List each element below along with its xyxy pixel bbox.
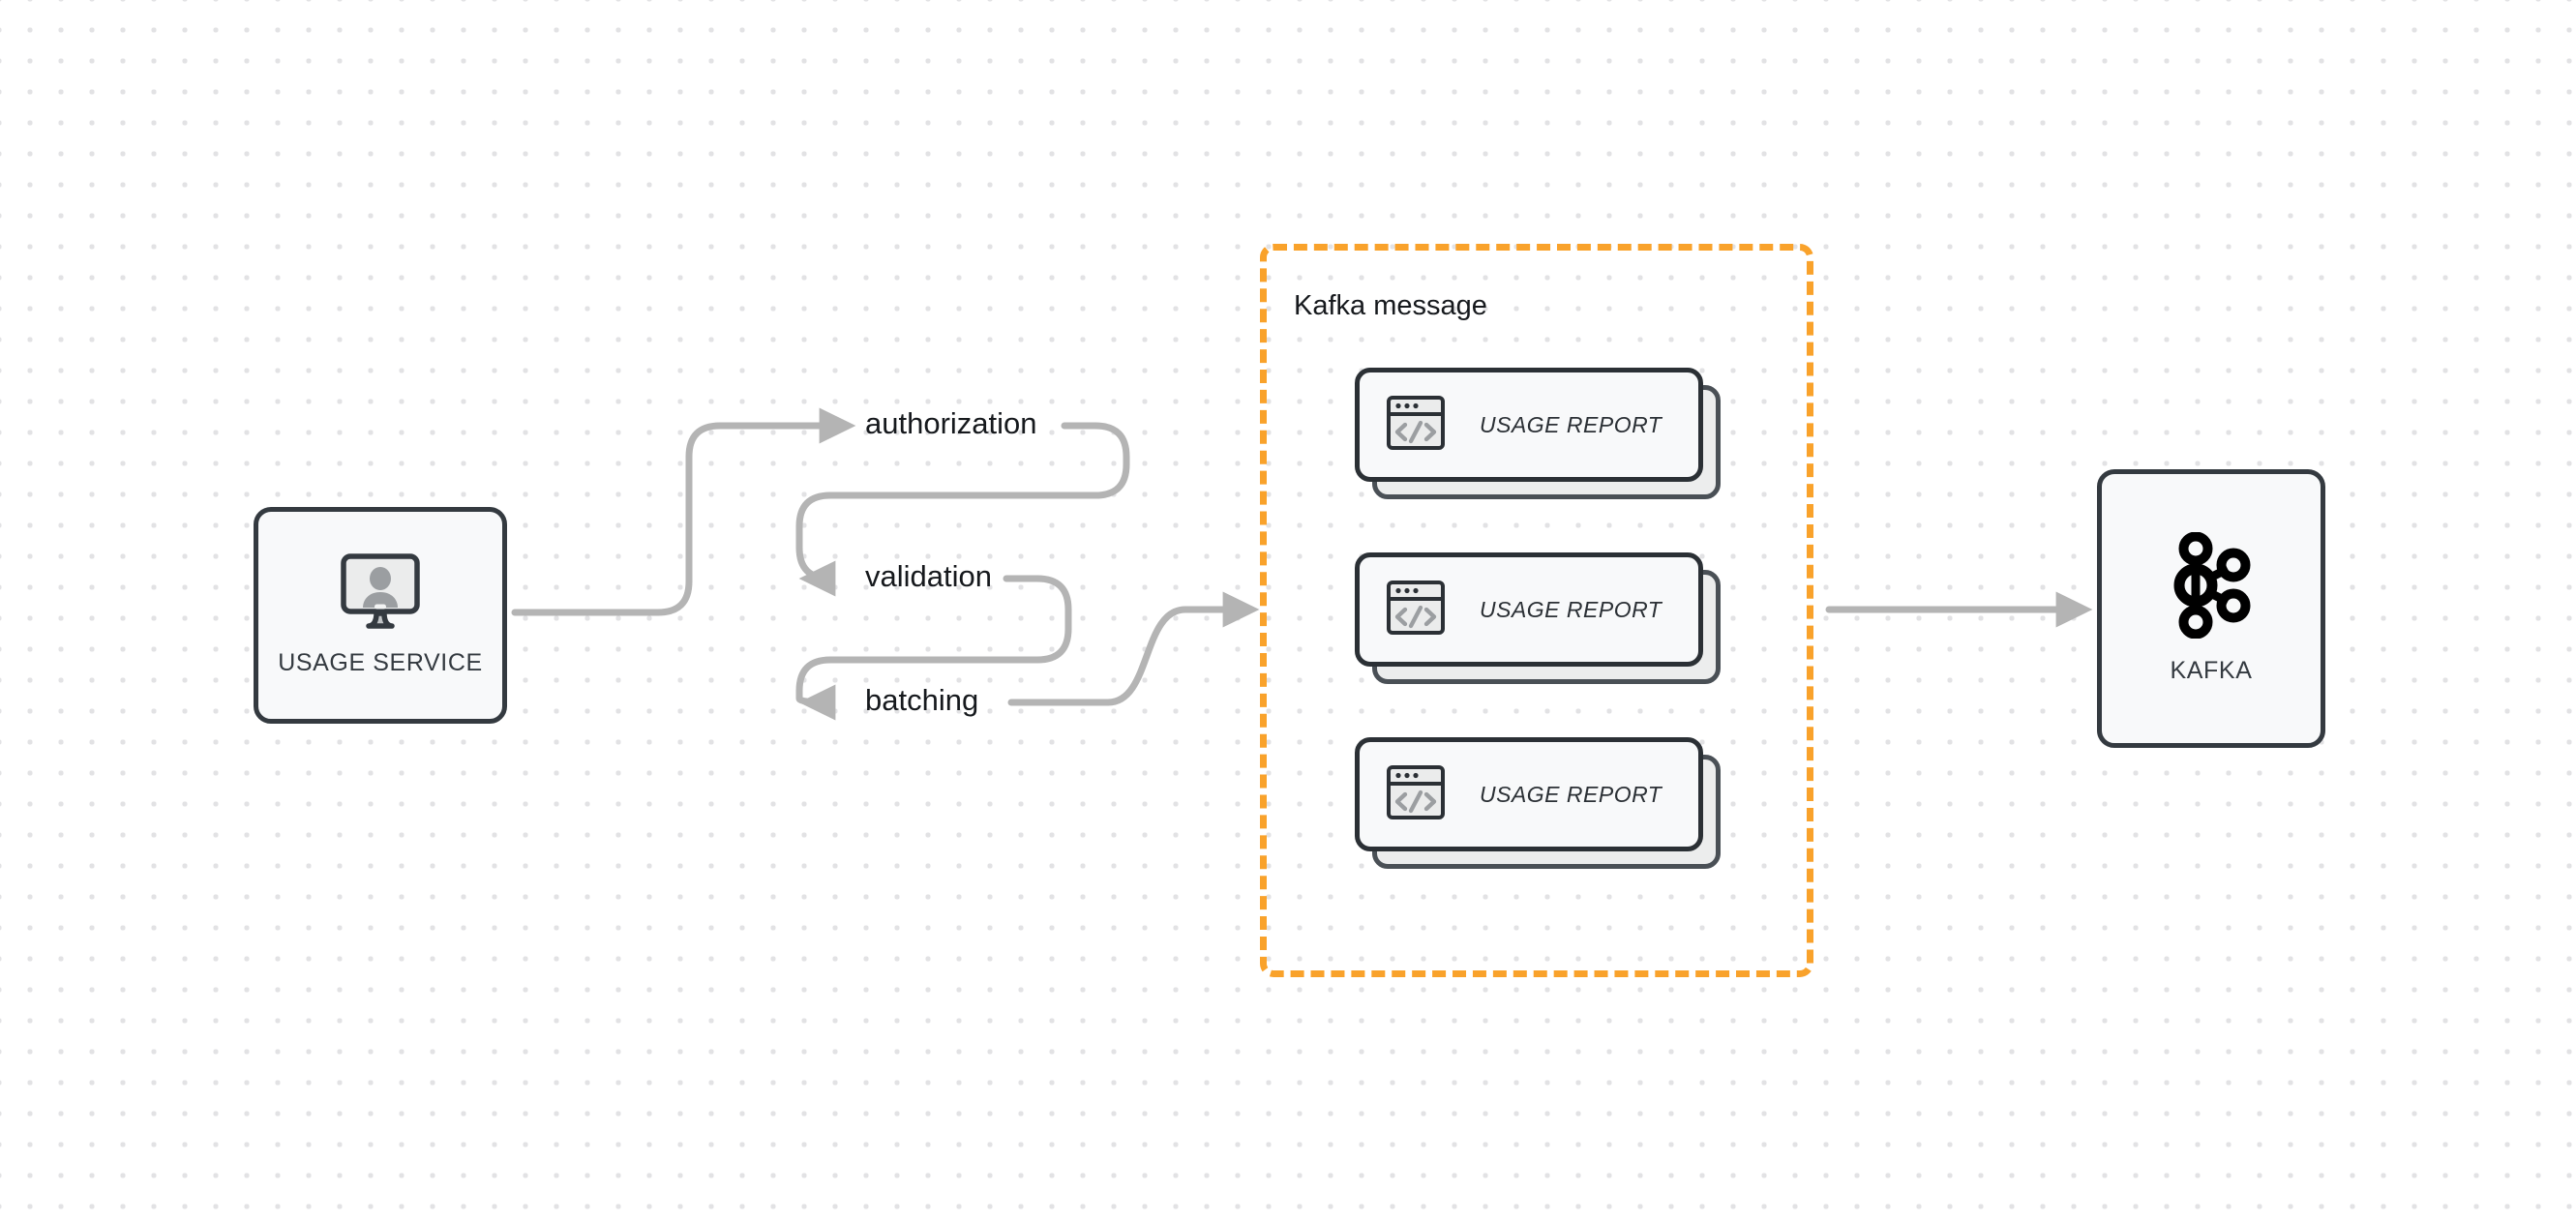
card-front[interactable]: USAGE REPORT	[1355, 552, 1703, 667]
edge-batching-to-kafka-message	[1007, 591, 1260, 706]
usage-report-card[interactable]: USAGE REPORT	[1355, 552, 1721, 684]
usage-report-card[interactable]: USAGE REPORT	[1355, 368, 1721, 499]
step-label-batching[interactable]: batching	[865, 683, 979, 717]
node-kafka-label: KAFKA	[2170, 657, 2253, 684]
code-window-icon	[1386, 393, 1446, 458]
usage-report-label: USAGE REPORT	[1480, 596, 1662, 622]
step-label-authorization[interactable]: authorization	[865, 406, 1037, 440]
edge-usage-service-to-authorization	[511, 407, 856, 616]
node-kafka[interactable]: KAFKA	[2097, 469, 2325, 748]
group-kafka-message-title: Kafka message	[1294, 290, 1487, 321]
card-front[interactable]: USAGE REPORT	[1355, 368, 1703, 482]
kafka-logo-icon	[2170, 531, 2253, 643]
code-window-icon	[1386, 578, 1446, 642]
node-usage-service[interactable]: USAGE SERVICE	[254, 507, 507, 724]
step-label-validation[interactable]: validation	[865, 559, 992, 593]
usage-report-label: USAGE REPORT	[1480, 411, 1662, 437]
monitor-user-icon	[337, 553, 424, 636]
usage-report-label: USAGE REPORT	[1480, 781, 1662, 807]
group-kafka-message[interactable]	[1260, 244, 1813, 977]
edge-authorization-to-validation	[795, 422, 1130, 597]
usage-report-card[interactable]: USAGE REPORT	[1355, 737, 1721, 869]
card-front[interactable]: USAGE REPORT	[1355, 737, 1703, 851]
code-window-icon	[1386, 762, 1446, 827]
node-usage-service-label: USAGE SERVICE	[278, 649, 483, 676]
